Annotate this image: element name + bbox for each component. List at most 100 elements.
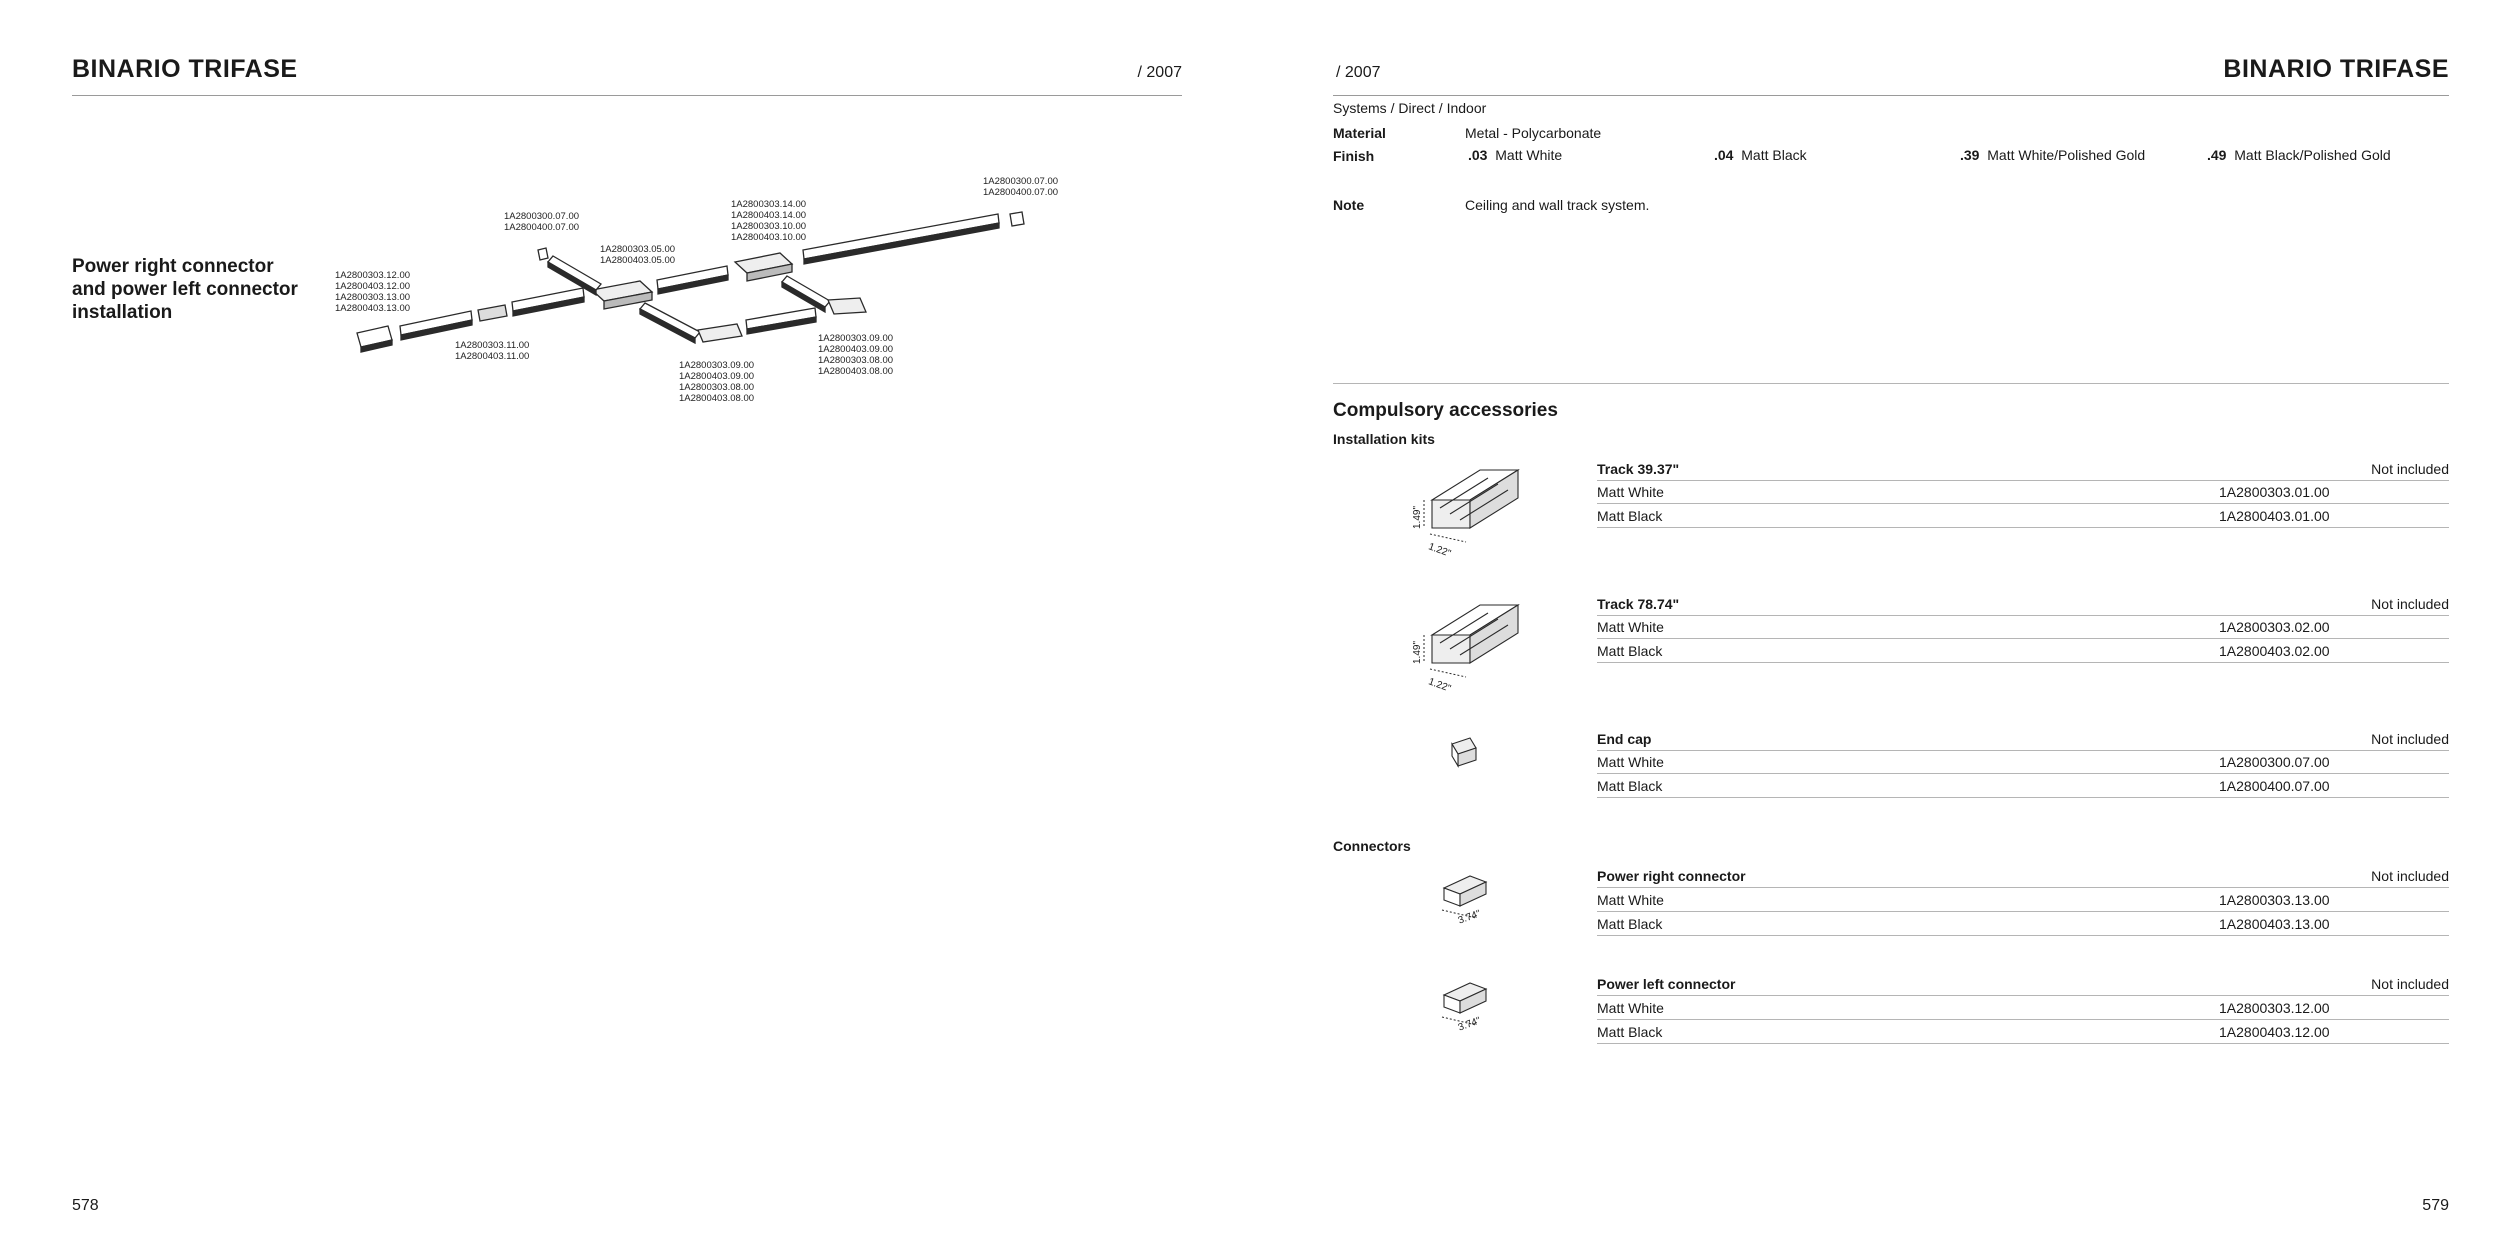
product-name: Track 78.74" (1597, 596, 1680, 612)
section-divider (1333, 383, 2449, 384)
material-label: Material (1333, 125, 1386, 141)
end-cap-image (1451, 737, 1477, 768)
row-divider (1597, 995, 2449, 996)
left-page-number: 578 (72, 1197, 99, 1214)
end-cap-part (1009, 211, 1025, 227)
row-finish: Matt Black (1597, 508, 1663, 524)
installation-kits-label: Installation kits (1333, 431, 1435, 447)
finish-name: Matt White/Polished Gold (1987, 147, 2146, 163)
finish-code: .39 (1960, 147, 1980, 163)
note-value: Ceiling and wall track system. (1465, 197, 1650, 213)
breadcrumb: Systems / Direct / Indoor (1333, 100, 1487, 116)
product-status: Not included (2371, 731, 2449, 747)
finish-option: .39 Matt White/Polished Gold (1960, 147, 2145, 163)
row-divider (1597, 1019, 2449, 1020)
corner-connector-part (697, 323, 743, 343)
joiner-part (477, 304, 508, 322)
finish-name: Matt White (1495, 147, 1563, 163)
part-label-left: 1A2800303.12.00 1A2800403.12.00 1A280030… (335, 270, 411, 314)
row-divider (1597, 773, 2449, 774)
left-page-year: / 2007 (1137, 64, 1182, 81)
row-finish: Matt White (1597, 619, 1664, 635)
right-page-year: / 2007 (1336, 64, 1381, 81)
finish-option: .49 Matt Black/Polished Gold (2207, 147, 2391, 163)
row-finish: Matt Black (1597, 643, 1663, 659)
left-page-title: BINARIO TRIFASE (72, 55, 298, 83)
right-page-number: 579 (2422, 1197, 2449, 1214)
row-finish: Matt White (1597, 892, 1664, 908)
row-finish: Matt White (1597, 484, 1664, 500)
finish-code: .03 (1468, 147, 1488, 163)
track-39-image (1423, 469, 1520, 543)
finish-label: Finish (1333, 148, 1375, 164)
finish-option: .03 Matt White (1468, 147, 1562, 163)
product-status: Not included (2371, 868, 2449, 884)
product-name: Track 39.37" (1597, 461, 1680, 477)
row-finish: Matt Black (1597, 778, 1663, 794)
row-code: 1A2800303.13.00 (2219, 892, 2330, 908)
product-name: Power left connector (1597, 976, 1736, 992)
row-code: 1A2800300.07.00 (2219, 754, 2330, 770)
row-finish: Matt Black (1597, 916, 1663, 932)
track-segment (638, 302, 702, 339)
row-divider (1597, 662, 2449, 663)
corner-connector-part (827, 297, 867, 315)
row-divider (1597, 503, 2449, 504)
row-divider (1597, 615, 2449, 616)
row-code: 1A2800303.12.00 (2219, 1000, 2330, 1016)
row-code: 1A2800403.01.00 (2219, 508, 2330, 524)
row-finish: Matt White (1597, 1000, 1664, 1016)
track-78-dim-height: 1.49" (1412, 640, 1424, 665)
product-status: Not included (2371, 976, 2449, 992)
left-header-rule (72, 95, 1182, 96)
finish-code: .49 (2207, 147, 2227, 163)
row-finish: Matt Black (1597, 1024, 1663, 1040)
right-header-rule (1333, 95, 2449, 96)
row-divider (1597, 887, 2449, 888)
finish-name: Matt Black (1741, 147, 1807, 163)
product-status: Not included (2371, 461, 2449, 477)
product-name: End cap (1597, 731, 1652, 747)
row-divider (1597, 935, 2449, 936)
part-label-bottom-center: 1A2800303.09.00 1A2800403.09.00 1A280030… (679, 360, 755, 404)
material-value: Metal - Polycarbonate (1465, 125, 1602, 141)
connectors-label: Connectors (1333, 838, 1411, 854)
note-label: Note (1333, 197, 1365, 213)
part-label-joiner: 1A2800303.11.00 1A2800403.11.00 (455, 340, 530, 362)
row-divider (1597, 911, 2449, 912)
right-page-title: BINARIO TRIFASE (2223, 55, 2449, 83)
row-code: 1A2800403.12.00 (2219, 1024, 2330, 1040)
part-label-endcap-top: 1A2800300.07.00 1A2800400.07.00 (504, 211, 580, 233)
track-78-image (1423, 604, 1520, 678)
row-code: 1A2800403.02.00 (2219, 643, 2330, 659)
track-segment (547, 255, 602, 291)
part-label-t-connector: 1A2800303.05.00 1A2800403.05.00 (600, 244, 676, 266)
row-divider (1597, 797, 2449, 798)
row-divider (1597, 750, 2449, 751)
row-code: 1A2800403.13.00 (2219, 916, 2330, 932)
part-label-endcap-right: 1A2800300.07.00 1A2800400.07.00 (983, 176, 1059, 198)
finish-option: .04 Matt Black (1714, 147, 1807, 163)
row-divider (1597, 638, 2449, 639)
product-name: Power right connector (1597, 868, 1746, 884)
row-code: 1A2800303.01.00 (2219, 484, 2330, 500)
track-segment (802, 213, 1000, 260)
row-divider (1597, 527, 2449, 528)
track-installation-diagram (356, 211, 1025, 353)
finish-code: .04 (1714, 147, 1734, 163)
accessories-title: Compulsory accessories (1333, 400, 1558, 421)
finish-name: Matt Black/Polished Gold (2234, 147, 2391, 163)
part-label-bottom-right: 1A2800303.09.00 1A2800403.09.00 1A280030… (818, 333, 894, 377)
power-right-connector-image (1441, 875, 1488, 919)
track-39-dim-height: 1.49" (1412, 505, 1424, 530)
row-code: 1A2800303.02.00 (2219, 619, 2330, 635)
installation-heading: Power right connector and power left con… (72, 256, 298, 323)
product-status: Not included (2371, 596, 2449, 612)
end-cap-part (537, 247, 549, 261)
row-finish: Matt White (1597, 754, 1664, 770)
row-divider (1597, 1043, 2449, 1044)
row-code: 1A2800400.07.00 (2219, 778, 2330, 794)
row-divider (1597, 480, 2449, 481)
part-label-x-connector: 1A2800303.14.00 1A2800403.14.00 1A280030… (731, 199, 807, 243)
power-left-connector-image (1441, 982, 1488, 1026)
